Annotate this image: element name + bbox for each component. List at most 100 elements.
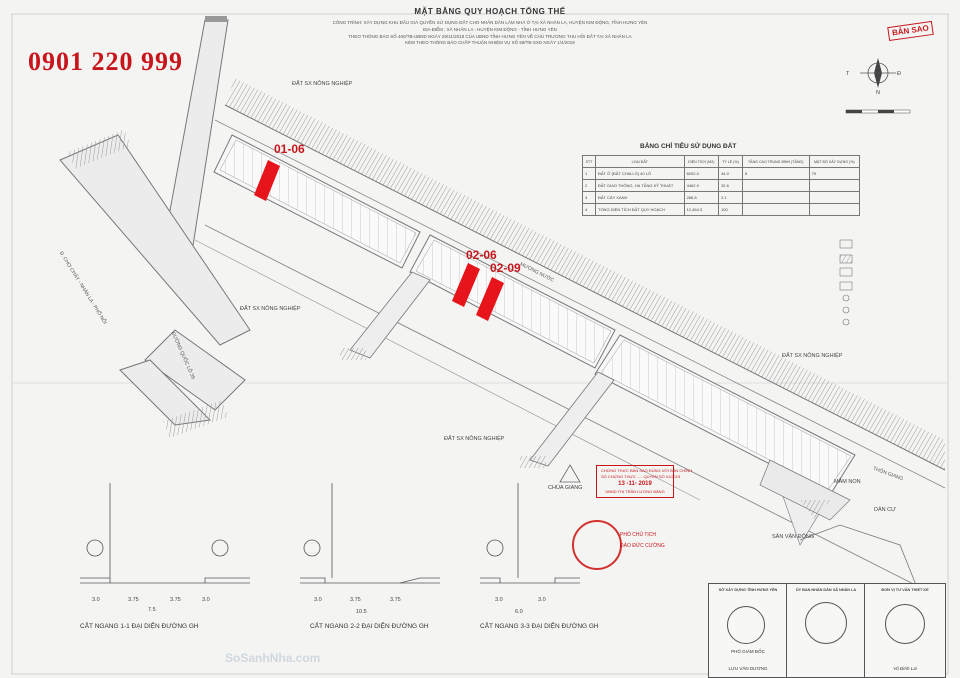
plan-approval-line: KÈM THEO THÔNG BÁO CHẤP THUẬN NHIỆM VỤ S…	[405, 40, 575, 45]
signature-org: ĐƠN VỊ TƯ VẤN THIẾT KẾ	[881, 588, 929, 592]
table-cell: 286.8	[683, 191, 720, 204]
table-cell: 6002.0	[683, 167, 720, 180]
table-cell	[808, 179, 861, 192]
table-cell	[741, 191, 810, 204]
signature-box-construction: SỞ XÂY DỰNG TỈNH HƯNG YÊN PHÓ GIÁM ĐỐC L…	[708, 583, 788, 678]
table-cell: TỔNG DIỆN TÍCH ĐẤT QUY HOẠCH	[595, 203, 685, 216]
section1-total: 7.5	[148, 607, 156, 613]
col-density: MẬT ĐỘ XÂY DỰNG (%)	[808, 155, 861, 168]
table-cell: ĐẤT CÂY XANH	[595, 191, 685, 204]
cross-sections	[80, 483, 580, 584]
section3-dim-a: 3.0	[495, 597, 503, 603]
watermark: SoSanhNha.com	[225, 651, 321, 665]
label-pagoda: CHÙA GIANG	[548, 485, 583, 491]
signature-role: PHÓ GIÁM ĐỐC	[731, 649, 765, 654]
red-seal-icon	[572, 520, 622, 570]
table-cell: 1	[582, 167, 596, 180]
highlighted-plots	[254, 160, 504, 321]
label-agri-left: ĐẤT SX NÔNG NGHIỆP	[240, 306, 301, 312]
plot-label-02-09: 02-09	[490, 261, 521, 275]
signature-name: Vũ Đình Lai	[893, 666, 917, 671]
table-cell: 2	[582, 179, 596, 192]
stamp-date: 13 -11- 2019	[618, 481, 652, 487]
stamp-line2: SỐ CHỨNG THỰC ..... QUYỂN SỐ 01/2019	[601, 474, 681, 479]
canal-strip	[225, 78, 945, 470]
scale-bar	[845, 109, 911, 114]
compass-east: Đ	[897, 71, 901, 77]
school-area	[759, 459, 851, 521]
table-cell: 2.1	[718, 191, 743, 204]
lot-block-2	[409, 234, 616, 369]
stamp-org: UBND THỊ TRẤN LƯƠNG BẰNG	[605, 489, 665, 494]
table-cell: ĐẤT Ở (ĐẤT CHIA LÔ) 40 LÔ	[595, 167, 685, 180]
plot-label-02-06: 02-06	[466, 248, 497, 262]
plan-project-line: CÔNG TRÌNH: XÂY DỰNG KHU ĐẤU GIÁ QUYỀN S…	[332, 20, 648, 25]
section2-dim-c: 3.75	[390, 597, 401, 603]
north-arrow	[860, 58, 896, 88]
section1-dim-b: 3.75	[128, 597, 139, 603]
col-stt: STT	[582, 155, 596, 168]
col-type: LOẠI ĐẤT	[595, 155, 685, 168]
label-agri-bottom: ĐẤT SX NÔNG NGHIỆP	[444, 436, 505, 442]
contact-number: 0901 220 999	[28, 47, 183, 76]
compass-west: T	[846, 71, 850, 77]
table-cell: 4462.9	[683, 179, 720, 192]
col-area: DIỆN TÍCH (M2)	[683, 155, 720, 168]
vice-chair-name: ĐÀO ĐỨC CƯỜNG	[620, 543, 665, 549]
seal-icon	[885, 604, 925, 644]
section1-dim-d: 3.0	[202, 597, 210, 603]
seal-icon	[805, 602, 847, 644]
section1-dim-a: 3.0	[92, 597, 100, 603]
section3-total: 6.0	[515, 609, 523, 615]
left-road-network	[59, 16, 251, 439]
table-cell: 3	[582, 191, 596, 204]
section3-dim-b: 3.0	[538, 597, 546, 603]
frame	[11, 13, 949, 675]
lot-block-1	[213, 134, 421, 269]
plan-title: MẶT BẰNG QUY HOẠCH TỔNG THỂ	[414, 7, 566, 16]
col-ratio: TỶ LỆ (%)	[718, 155, 743, 168]
signature-org: SỞ XÂY DỰNG TỈNH HƯNG YÊN	[718, 588, 778, 592]
signature-box-consultant: ĐƠN VỊ TƯ VẤN THIẾT KẾ Vũ Đình Lai	[864, 583, 946, 678]
land-table-title: BẢNG CHỈ TIÊU SỬ DỤNG ĐẤT	[640, 143, 737, 150]
plot-02-06-marker	[452, 263, 480, 307]
section3-title: CẮT NGANG 3-3 ĐẠI DIỆN ĐƯỜNG GH	[480, 623, 599, 630]
table-cell	[808, 203, 861, 216]
table-cell	[741, 179, 810, 192]
section2-title: CẮT NGANG 2-2 ĐẠI DIỆN ĐƯỜNG GH	[310, 623, 429, 630]
table-cell: ĐẤT GIAO THÔNG, HẠ TẦNG KỸ THUẬT	[595, 179, 685, 192]
section2-total: 10.5	[356, 609, 367, 615]
table-cell: 32.6	[718, 179, 743, 192]
label-stadium: SÂN VẬN ĐỘNG	[772, 534, 815, 540]
plot-01-06-marker	[254, 160, 280, 201]
table-cell: 12,464.3	[683, 203, 720, 216]
col-floors: TẦNG CAO TRUNG BÌNH (TẦNG)	[741, 155, 810, 168]
table-header-row: STT LOẠI ĐẤT DIỆN TÍCH (M2) TỶ LỆ (%) TẦ…	[582, 155, 861, 168]
land-use-table: STT LOẠI ĐẤT DIỆN TÍCH (M2) TỶ LỆ (%) TẦ…	[582, 155, 861, 216]
table-cell: 5	[741, 167, 810, 180]
legend	[839, 239, 853, 326]
signature-name: LƯU VĂN DƯƠNG	[728, 666, 768, 671]
table-cell: 44.0	[718, 167, 743, 180]
section1-dim-c: 3.75	[170, 597, 181, 603]
plan-location-line: ĐỊA ĐIỂM : XÃ NHÂN LA - HUYỆN KIM ĐỘNG -…	[423, 27, 557, 32]
table-cell	[808, 191, 861, 204]
label-agri-top: ĐẤT SX NÔNG NGHIỆP	[292, 81, 353, 87]
table-cell	[741, 203, 810, 216]
certification-stamp: CHỨNG THỰC BẢN SAO ĐÚNG VỚI BẢN CHÍNH SỐ…	[596, 465, 692, 498]
section2-dim-a: 3.0	[314, 597, 322, 603]
label-kindergarten: MẦM NON	[834, 479, 861, 485]
seal-icon	[727, 606, 765, 644]
plot-label-01-06: 01-06	[274, 142, 305, 156]
table-cell: 75	[808, 167, 861, 180]
section1-title: CẮT NGANG 1-1 ĐẠI DIỆN ĐƯỜNG GH	[80, 623, 199, 630]
label-agri-right: ĐẤT SX NÔNG NGHIỆP	[782, 353, 843, 359]
section2-dim-b: 3.75	[350, 597, 361, 603]
signature-org: ỦY BAN NHÂN DÂN XÃ NHÂN LA	[795, 588, 857, 592]
compass-north: N	[876, 90, 880, 96]
